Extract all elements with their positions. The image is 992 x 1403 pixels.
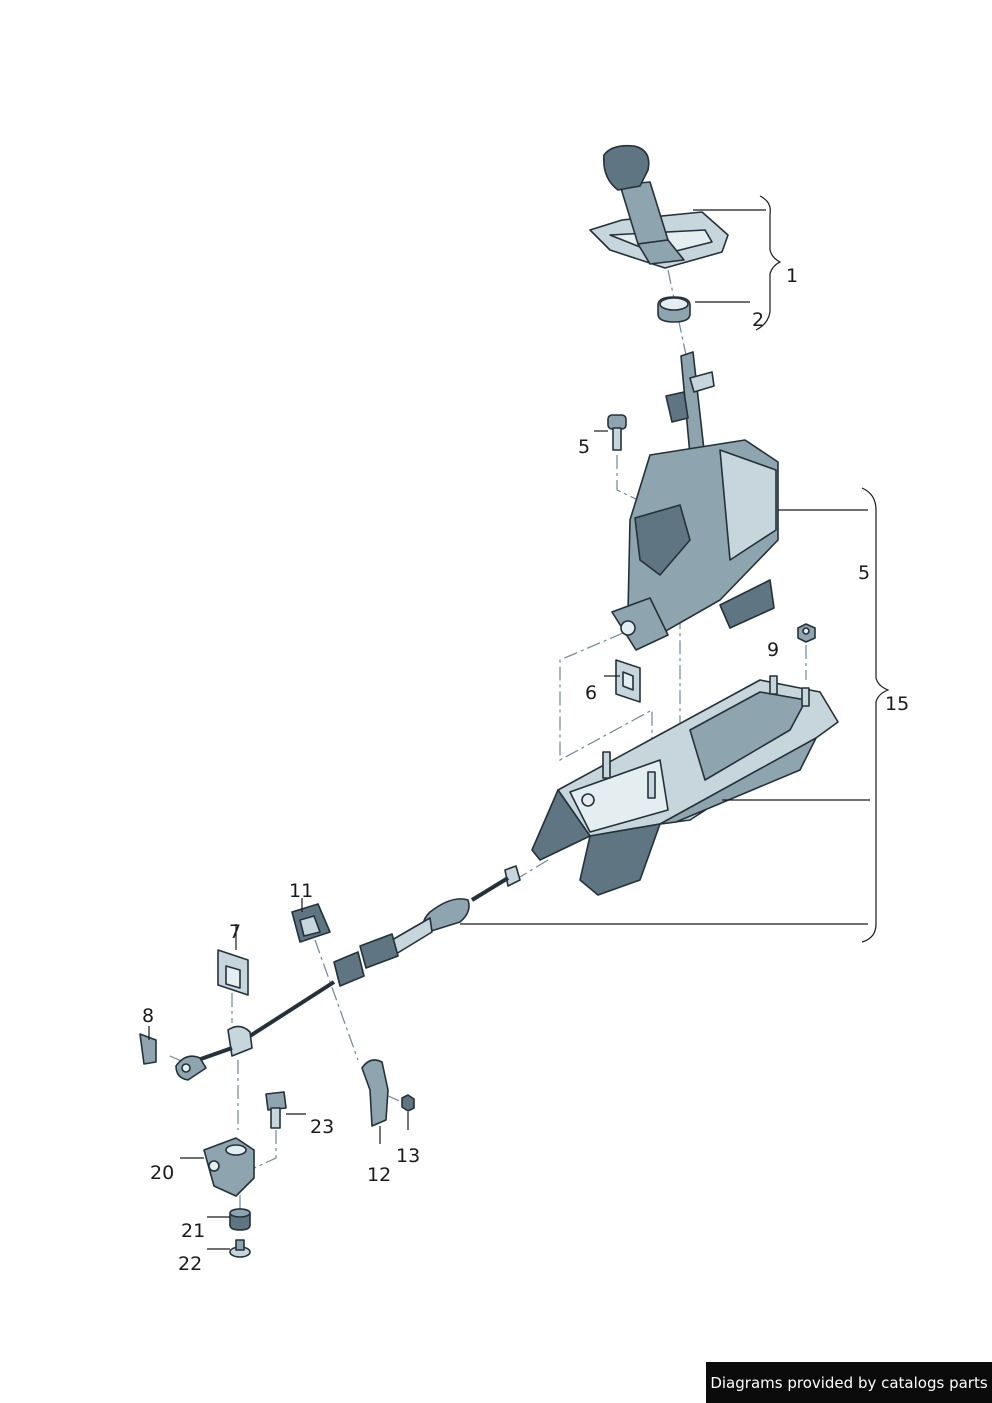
callout-20: 20: [150, 1162, 174, 1184]
console-base: [531, 675, 839, 896]
callout-13: 13: [396, 1145, 420, 1167]
cap-part-22: [229, 1239, 251, 1258]
callout-labels: 1 2 5 5 6 7 8 9 11 12 13 15 20 21 22 23: [142, 265, 909, 1275]
credit-banner: Diagrams provided by catalogs parts: [706, 1362, 992, 1403]
selector-mechanism: [611, 351, 779, 651]
clip-part-6: [615, 659, 641, 703]
callout-2: 2: [752, 309, 764, 331]
callout-6: 6: [585, 682, 597, 704]
callout-5-housing: 5: [858, 562, 870, 584]
callout-8: 8: [142, 1005, 154, 1027]
callout-12: 12: [367, 1164, 391, 1186]
leader-lines: [148, 195, 890, 1250]
clip-part-8: [139, 1033, 157, 1065]
nut-part-9: [797, 623, 816, 643]
callout-1: 1: [786, 265, 798, 287]
callout-11: 11: [289, 880, 313, 902]
callout-15: 15: [885, 693, 909, 715]
callout-5-bolt: 5: [578, 436, 590, 458]
bolt-part-5: [607, 414, 627, 451]
bracket-part-11: [291, 903, 331, 943]
callout-22: 22: [178, 1253, 202, 1275]
bolt-part-23: [265, 1091, 287, 1129]
callout-7: 7: [229, 921, 241, 943]
bracket-part-20: [203, 1137, 255, 1197]
clip-part-7: [217, 949, 249, 996]
callout-9: 9: [767, 639, 779, 661]
ring-part-2: [657, 296, 691, 323]
bracket-part-12: [361, 1059, 389, 1127]
nut-part-13: [401, 1094, 415, 1112]
callout-21: 21: [181, 1220, 205, 1242]
cable-assembly: [175, 865, 521, 1081]
callout-23: 23: [310, 1116, 334, 1138]
gear-knob-assembly: [589, 144, 729, 269]
bush-part-21: [229, 1208, 251, 1231]
